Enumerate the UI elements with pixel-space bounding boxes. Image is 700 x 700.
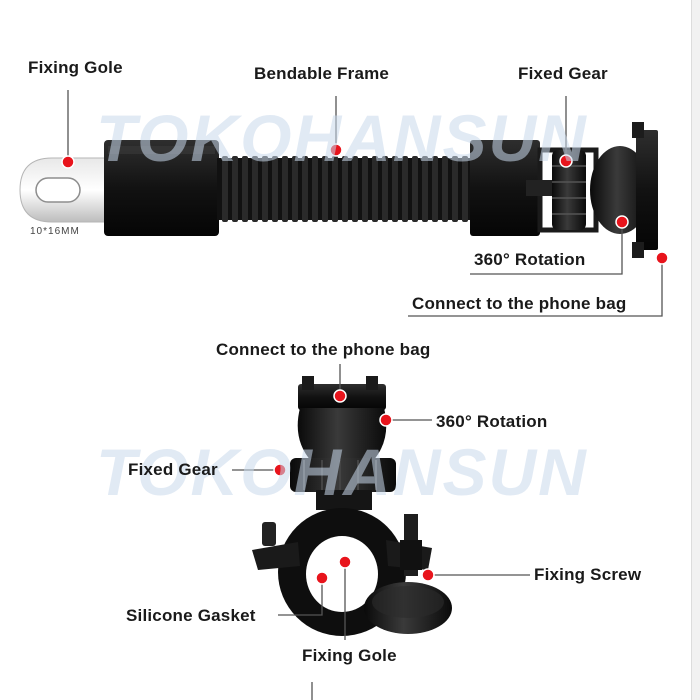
label-connect-bottom: Connect to the phone bag xyxy=(216,340,431,359)
scroll-edge xyxy=(691,0,700,700)
marker-dot xyxy=(273,463,287,477)
tube-rib xyxy=(352,156,358,222)
tube-rib xyxy=(452,156,458,222)
label-rotation-top: 360° Rotation xyxy=(474,250,586,269)
tube-rib xyxy=(292,156,298,222)
leader-lines xyxy=(67,90,663,700)
label-rotation-bottom: 360° Rotation xyxy=(436,412,548,431)
tube-rib xyxy=(342,156,348,222)
label-fixed-gear-top: Fixed Gear xyxy=(518,64,608,83)
tube-rib xyxy=(462,156,468,222)
tube-rib xyxy=(412,156,418,222)
size-label: 10*16MM xyxy=(30,226,80,237)
straight-mount xyxy=(19,122,658,258)
watermark-bottom: TOKOHANSUN xyxy=(96,435,588,509)
marker-dot xyxy=(333,389,347,403)
fixing-hole xyxy=(35,177,81,203)
ball-socket xyxy=(297,408,387,462)
tube-rib xyxy=(252,156,258,222)
tube-rib xyxy=(442,156,448,222)
gear-housing xyxy=(470,140,540,236)
label-fixed-gear-bottom: Fixed Gear xyxy=(128,460,218,479)
tube-rib xyxy=(392,156,398,222)
marker-dot xyxy=(615,215,629,229)
marker-dot xyxy=(315,571,329,585)
marker-dot xyxy=(61,155,75,169)
marker-dot xyxy=(559,154,573,168)
ball-joint xyxy=(590,146,650,234)
tube-rib xyxy=(382,156,388,222)
tube-rib xyxy=(312,156,318,222)
label-silicone-gasket: Silicone Gasket xyxy=(126,606,256,625)
tube-rib xyxy=(302,156,308,222)
tube-rib xyxy=(422,156,428,222)
label-connect-top: Connect to the phone bag xyxy=(412,294,627,313)
clamp-opening xyxy=(306,536,378,612)
marker-dot xyxy=(655,251,669,265)
tube-rib xyxy=(232,156,238,222)
marker-dot xyxy=(379,413,393,427)
label-fixing-gole-top: Fixing Gole xyxy=(28,58,123,77)
tube-rib xyxy=(322,156,328,222)
tube-ribs xyxy=(222,156,468,222)
tube-rib xyxy=(222,156,228,222)
marker-dot xyxy=(329,143,343,157)
tube-rib xyxy=(402,156,408,222)
tube-rib xyxy=(332,156,338,222)
phone-plate xyxy=(636,130,658,250)
label-bendable-frame: Bendable Frame xyxy=(254,64,390,83)
gear-ring xyxy=(290,458,396,492)
tube-rib xyxy=(282,156,288,222)
gear-wheel xyxy=(552,150,586,230)
tube-rib xyxy=(362,156,368,222)
clamp-mount xyxy=(252,376,452,636)
marker-dot xyxy=(421,568,435,582)
clamp-block xyxy=(104,140,219,236)
watermark-top: TOKOHANSUN xyxy=(96,101,588,175)
label-fixing-screw: Fixing Screw xyxy=(534,565,642,584)
label-fixing-gole-bottom: Fixing Gole xyxy=(302,646,397,665)
tube-rib xyxy=(372,156,378,222)
callout-markers xyxy=(61,143,669,585)
tube-rib xyxy=(242,156,248,222)
tube-rib xyxy=(432,156,438,222)
marker-dot xyxy=(338,555,352,569)
tube-rib xyxy=(262,156,268,222)
tube-rib xyxy=(272,156,278,222)
